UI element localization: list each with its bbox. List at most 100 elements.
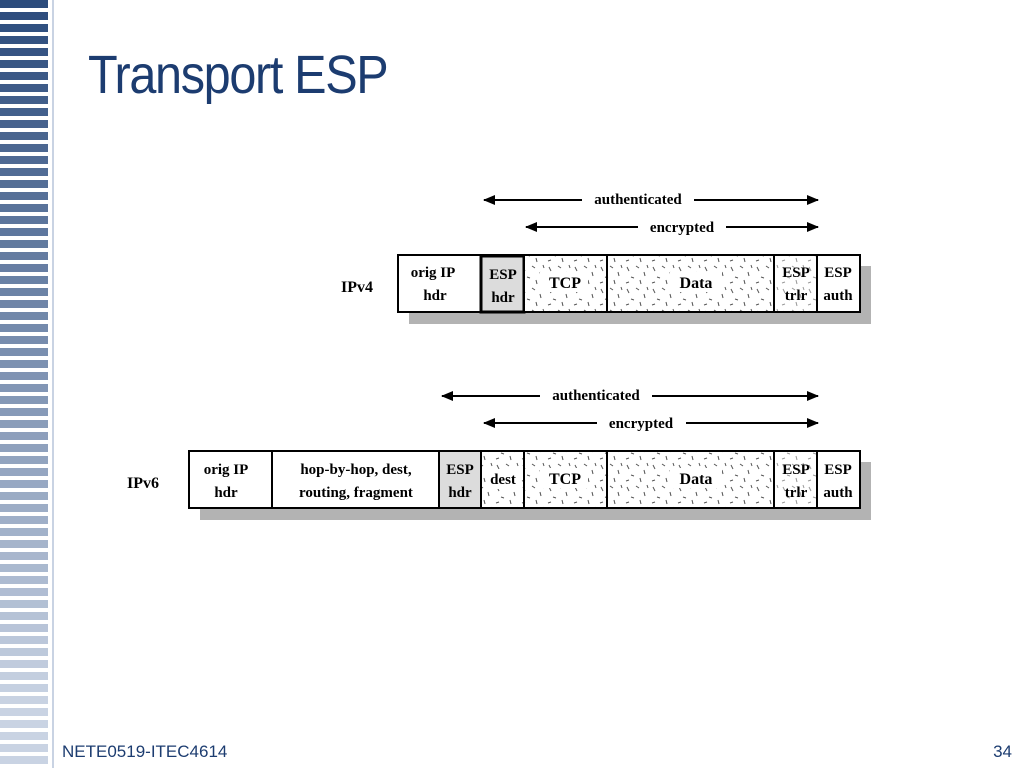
stripe-segment xyxy=(0,564,48,572)
ipv6-encrypted-label: encrypted xyxy=(609,416,674,432)
stripe-segment xyxy=(0,180,48,188)
stripe-segment xyxy=(0,324,48,332)
stripe-segment xyxy=(0,708,48,716)
stripe-segment xyxy=(0,396,48,404)
ipv4-encrypted-arrow: encrypted xyxy=(525,220,819,236)
ipv6-label: IPv6 xyxy=(127,475,159,492)
svg-text:dest: dest xyxy=(490,472,516,488)
stripe-segment xyxy=(0,492,48,500)
ipv6-authenticated-arrow: authenticated xyxy=(441,388,819,404)
ipv6-field-esp-auth: ESP auth xyxy=(823,462,853,501)
ipv6-encrypted-region xyxy=(482,452,774,507)
svg-text:hdr: hdr xyxy=(491,290,515,306)
stripe-segment xyxy=(0,12,48,20)
ipv4-field-esp-auth: ESP auth xyxy=(823,265,853,304)
ipv4-field-esp-hdr: ESP hdr xyxy=(489,267,517,306)
stripe-segment xyxy=(0,36,48,44)
stripe-segment xyxy=(0,120,48,128)
stripe-segment xyxy=(0,516,48,524)
stripe-segment xyxy=(0,252,48,260)
stripe-segment xyxy=(0,660,48,668)
footer-course-code: NETE0519-ITEC4614 xyxy=(62,742,228,761)
stripe-segment xyxy=(0,300,48,308)
stripe-segment xyxy=(0,156,48,164)
stripe-segment xyxy=(0,672,48,680)
ipv6-field-data: Data xyxy=(670,468,722,488)
stripe-segment xyxy=(0,624,48,632)
stripe-segment xyxy=(0,432,48,440)
svg-text:ESP: ESP xyxy=(782,462,810,478)
svg-text:trlr: trlr xyxy=(785,288,808,304)
ipv4-field-esp-trlr: ESP trlr xyxy=(782,265,810,304)
stripe-segment xyxy=(0,96,48,104)
ipv4-authenticated-label: authenticated xyxy=(594,192,682,208)
stripe-segment xyxy=(0,744,48,752)
ipv4-esp-trlr-fill xyxy=(776,256,816,311)
stripe-segment xyxy=(0,756,48,764)
stripe-segment xyxy=(0,48,48,56)
stripe-segment xyxy=(0,696,48,704)
stripe-segment xyxy=(0,648,48,656)
ipv6-encrypted-arrow: encrypted xyxy=(483,416,819,432)
slide-number: 34 xyxy=(993,742,1012,761)
stripe-segment xyxy=(0,168,48,176)
svg-text:routing, fragment: routing, fragment xyxy=(299,485,413,501)
svg-text:hdr: hdr xyxy=(214,485,238,501)
stripe-segment xyxy=(0,600,48,608)
stripe-segment xyxy=(0,348,48,356)
ipv6-authenticated-label: authenticated xyxy=(552,388,640,404)
stripe-segment xyxy=(0,264,48,272)
svg-text:ESP: ESP xyxy=(489,267,517,283)
svg-text:orig IP: orig IP xyxy=(411,265,456,281)
svg-text:TCP: TCP xyxy=(549,275,581,292)
stripe-segment xyxy=(0,540,48,548)
svg-text:auth: auth xyxy=(823,485,853,501)
svg-text:hdr: hdr xyxy=(423,288,447,304)
stripe-segment xyxy=(0,732,48,740)
ipv6-esp-trlr-fill xyxy=(776,452,816,507)
stripe-segment xyxy=(0,420,48,428)
ipv6-field-orig-ip-hdr: orig IP hdr xyxy=(204,462,249,501)
slide-title: Transport ESP xyxy=(88,45,389,105)
stripe-segment xyxy=(0,444,48,452)
ipv4-field-orig-ip-hdr: orig IP hdr xyxy=(411,265,456,304)
stripe-segment xyxy=(0,312,48,320)
stripe-segment xyxy=(0,144,48,152)
ipv6-field-dest: dest xyxy=(486,469,520,489)
svg-text:Data: Data xyxy=(680,471,713,488)
stripe-segment xyxy=(0,60,48,68)
ipv4-encrypted-label: encrypted xyxy=(650,220,715,236)
stripe-segment xyxy=(0,276,48,284)
stripe-segment xyxy=(0,228,48,236)
svg-text:hdr: hdr xyxy=(448,485,472,501)
ipv6-field-tcp: TCP xyxy=(540,468,588,488)
stripe-segment xyxy=(0,24,48,32)
stripe-segment xyxy=(0,72,48,80)
stripe-segment xyxy=(0,288,48,296)
svg-text:ESP: ESP xyxy=(446,462,474,478)
stripe-segment xyxy=(0,636,48,644)
stripe-segment xyxy=(0,216,48,224)
stripe-segment xyxy=(0,456,48,464)
svg-text:ESP: ESP xyxy=(782,265,810,281)
ipv6-field-esp-trlr: ESP trlr xyxy=(782,462,810,501)
stripe-segment xyxy=(0,576,48,584)
stripe-segment xyxy=(0,612,48,620)
stripe-segment xyxy=(0,0,48,8)
svg-text:ESP: ESP xyxy=(824,265,852,281)
stripe-segment xyxy=(0,360,48,368)
stripe-segment xyxy=(0,468,48,476)
stripe-segment xyxy=(0,528,48,536)
svg-text:Data: Data xyxy=(680,275,713,292)
svg-text:orig IP: orig IP xyxy=(204,462,249,478)
stripe-segment xyxy=(0,132,48,140)
ipv4-authenticated-arrow: authenticated xyxy=(483,192,819,208)
stripe-segment xyxy=(0,372,48,380)
stripe-segment xyxy=(0,720,48,728)
ipv6-field-esp-hdr: ESP hdr xyxy=(446,462,474,501)
ipv4-field-tcp: TCP xyxy=(540,272,588,292)
stripe-segment xyxy=(0,552,48,560)
ipv6-field-extension-headers: hop-by-hop, dest, routing, fragment xyxy=(299,462,413,501)
stripe-segment xyxy=(0,84,48,92)
